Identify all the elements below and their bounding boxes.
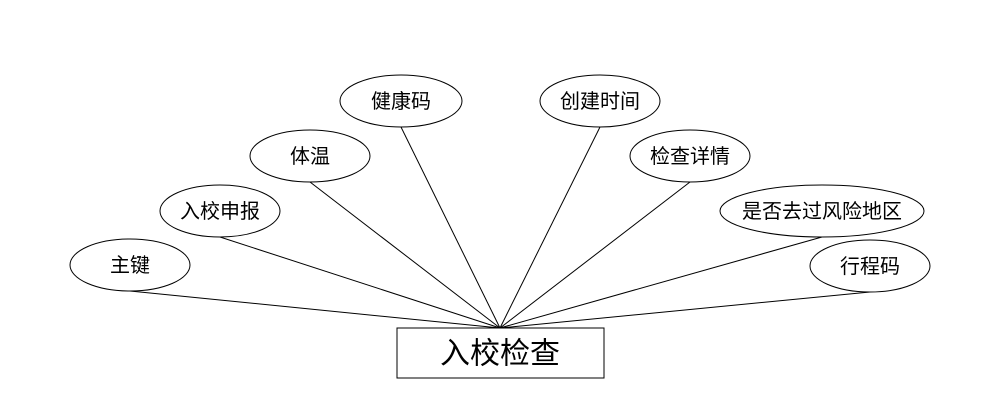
attribute-label: 是否去过风险地区 — [742, 199, 902, 223]
entity-node: 入校检查 — [396, 327, 605, 379]
connector-line — [499, 236, 823, 329]
connector-line — [219, 236, 501, 329]
attribute-label: 主键 — [110, 253, 150, 277]
attribute-node: 创建时间 — [539, 74, 661, 128]
attribute-ellipse — [159, 184, 281, 238]
attribute-ellipse — [339, 74, 463, 128]
attribute-ellipse — [69, 238, 191, 292]
attribute-node: 是否去过风险地区 — [719, 184, 925, 238]
entity-box — [396, 327, 605, 379]
attribute-label: 创建时间 — [560, 89, 640, 113]
connector-line — [400, 126, 501, 329]
attribute-label: 健康码 — [371, 89, 431, 113]
attribute-ellipse — [249, 129, 371, 183]
attribute-node: 行程码 — [809, 239, 931, 293]
connector-line — [499, 126, 601, 329]
connector-lines — [129, 126, 871, 329]
attribute-ellipse — [809, 239, 931, 293]
attribute-label: 体温 — [290, 144, 330, 168]
attribute-ellipse — [629, 129, 751, 183]
attribute-node: 健康码 — [339, 74, 463, 128]
attribute-label: 入校申报 — [180, 199, 260, 223]
attribute-ellipse — [539, 74, 661, 128]
connector-line — [499, 291, 871, 329]
connector-line — [309, 181, 501, 329]
attribute-ellipse — [719, 184, 925, 238]
connector-line — [129, 290, 501, 329]
attribute-node: 主键 — [69, 238, 191, 292]
attribute-node: 体温 — [249, 129, 371, 183]
attribute-label: 行程码 — [840, 254, 900, 278]
entity-label: 入校检查 — [440, 337, 560, 372]
attribute-label: 检查详情 — [650, 144, 730, 168]
attribute-node: 入校申报 — [159, 184, 281, 238]
connector-line — [499, 181, 691, 329]
attribute-node: 检查详情 — [629, 129, 751, 183]
